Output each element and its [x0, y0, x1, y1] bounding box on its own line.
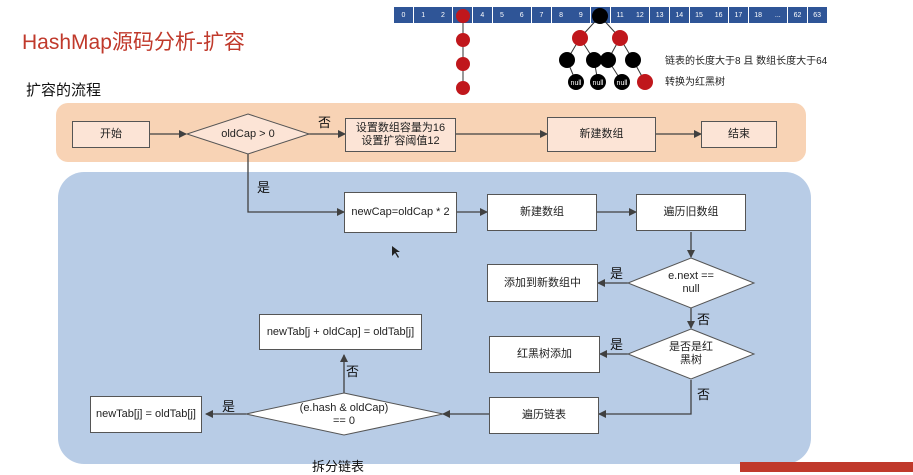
newcap-node: newCap=oldCap * 2 [344, 192, 457, 233]
end-node: 结束 [701, 121, 777, 148]
red-black-tree: null null null [559, 8, 653, 90]
page-title: HashMap源码分析-扩容 [22, 31, 245, 54]
tree-node-root [592, 8, 608, 24]
tree-null-node [590, 74, 606, 90]
rb-add-node: 红黑树添加 [489, 336, 600, 373]
tree-node [586, 52, 602, 68]
hash-line1: (e.hash & oldCap) [299, 402, 389, 414]
traverse-old-node: 遍历旧数组 [636, 194, 746, 231]
split-list-caption: 拆分链表 [312, 459, 365, 474]
bucket-cell: 0 [394, 7, 414, 23]
isrb-line2: 黑树 [680, 354, 702, 366]
isrb-line1: 是否是红 [669, 341, 713, 353]
bucket-cell: 15 [689, 7, 710, 23]
newtab-same-node: newTab[j] = oldTab[j] [90, 396, 202, 433]
tree-node [559, 52, 575, 68]
section-subtitle: 扩容的流程 [26, 82, 102, 99]
start-node: 开始 [72, 121, 150, 148]
enext-condition-label: e.next == null [648, 269, 734, 297]
bucket-cell: 7 [531, 7, 552, 23]
bucket-cell: 5 [492, 7, 513, 23]
tree-node [572, 30, 588, 46]
enext-line2: null [682, 283, 700, 295]
isrb-diamond [626, 328, 756, 380]
enext-line1: e.next == [668, 270, 714, 282]
bucket-cell: 14 [669, 7, 690, 23]
bucket-cell: 8 [551, 7, 572, 23]
null-label: null [593, 80, 604, 87]
edge-label-no-rb: 否 [697, 387, 711, 402]
bucket-cell: 4 [472, 7, 493, 23]
bucket-cell: 9 [571, 7, 592, 23]
tree-note-line1: 链表的长度大于8 且 数组长度大于64 [665, 56, 828, 67]
newtab-offset-node: newTab[j + oldCap] = oldTab[j] [259, 314, 422, 350]
bucket-cell: 1 [413, 7, 434, 23]
tree-node [637, 74, 653, 90]
oldcap-condition-label: oldCap > 0 [221, 127, 275, 140]
set-default-line2: 设置扩容阈值12 [361, 135, 440, 147]
list-node [456, 33, 470, 47]
hash-diamond [245, 392, 444, 436]
oldcap-diamond [185, 113, 311, 155]
list-node [456, 9, 470, 23]
tree-null-node [568, 74, 584, 90]
bucket-cell: 17 [728, 7, 749, 23]
bucket-cell: 62 [788, 7, 808, 23]
null-label: null [571, 80, 582, 87]
traverse-list-node: 遍历链表 [489, 397, 599, 434]
tree-node [612, 30, 628, 46]
bucket-cell: 63 [807, 7, 828, 23]
list-node [456, 57, 470, 71]
bucket-cell: ... [768, 7, 789, 23]
set-default-line1: 设置数组容量为16 [355, 122, 446, 134]
footer-banner [740, 462, 913, 472]
edge-label-no-enext: 否 [697, 312, 711, 327]
hash-line2: == 0 [332, 415, 356, 427]
tree-note-line2: 转换为红黑树 [665, 77, 725, 88]
create-array-node: 新建数组 [487, 194, 597, 231]
set-default-node: 设置数组容量为16 设置扩容阈值12 [345, 118, 456, 152]
bucket-cell: 6 [512, 7, 533, 23]
tree-node [600, 52, 616, 68]
edge-label-yes-hash: 是 [222, 399, 236, 414]
edge-label-yes-enext: 是 [610, 266, 624, 281]
bucket-cell: 13 [650, 7, 671, 23]
linked-list-chain [456, 9, 470, 95]
add-to-new-array-node: 添加到新数组中 [487, 264, 598, 302]
bucket-cell: 11 [610, 7, 631, 23]
isrb-condition-label: 是否是红 黑树 [648, 340, 734, 368]
tree-null-node [614, 74, 630, 90]
edge-label-yes-oldcap: 是 [257, 180, 271, 195]
mouse-cursor-icon [392, 246, 400, 258]
edge-label-yes-rb: 是 [610, 337, 624, 352]
hash-condition-label: (e.hash & oldCap) == 0 [284, 401, 404, 429]
edge-label-no-oldcap: 否 [318, 115, 332, 130]
enext-diamond [626, 257, 756, 309]
edge-label-no-hash: 否 [346, 364, 360, 379]
tree-node [625, 52, 641, 68]
create-array-top-node: 新建数组 [547, 117, 656, 152]
list-node [456, 81, 470, 95]
null-label: null [617, 80, 628, 87]
bucket-cell: 18 [748, 7, 769, 23]
bucket-cell: 16 [709, 7, 730, 23]
bucket-cell: 2 [433, 7, 454, 23]
bucket-cell: 12 [630, 7, 651, 23]
